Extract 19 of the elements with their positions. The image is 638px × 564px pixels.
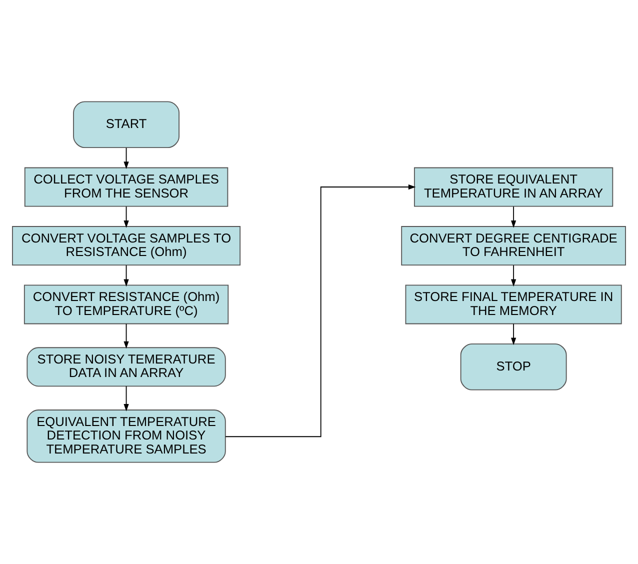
- node-box: STORE NOISY TEMERATURE DATA IN AN ARRAY: [26, 347, 226, 387]
- arrow: [510, 264, 516, 287]
- arrow: [124, 206, 129, 228]
- node-box: CONVERT RESISTANCE (Ohm) TO TEMPERATURE (ºC): [24, 284, 229, 324]
- arrow: [124, 386, 129, 412]
- node-box: EQUIVALENT TEMPERATURE DETECTION FROM NOISY TEMPERATURE SAMPLES: [26, 410, 226, 463]
- node-box: COLLECT VOLTAGE SAMPLES FROM THE SENSOR: [24, 167, 228, 207]
- node-box: STOP: [460, 343, 567, 390]
- arrow: [510, 323, 516, 346]
- arrow: [510, 206, 516, 228]
- arrow: [124, 264, 129, 287]
- node-box: STORE FINAL TEMPERATURE IN THE MEMORY: [405, 284, 622, 324]
- arrow: [124, 147, 129, 170]
- arrow: [225, 184, 416, 438]
- node-box: CONVERT VOLTAGE SAMPLES TO RESISTANCE (Ohm): [12, 226, 241, 266]
- arrow: [124, 323, 129, 349]
- node-box: STORE EQUIVALENT TEMPERATURE IN AN ARRAY: [414, 167, 614, 207]
- node-box: START: [73, 101, 180, 148]
- node-box: CONVERT DEGREE CENTIGRADE TO FAHRENHEIT: [401, 226, 626, 266]
